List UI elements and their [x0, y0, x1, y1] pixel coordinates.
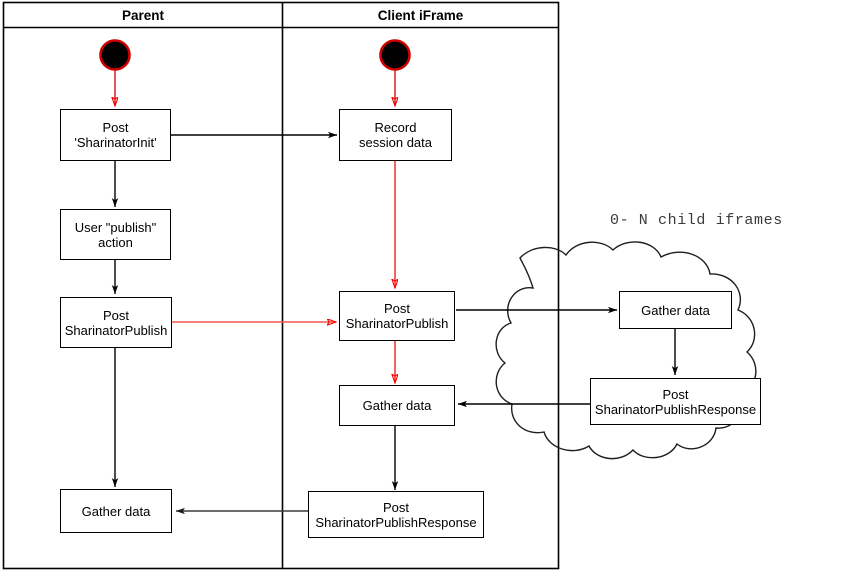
node-parent-post-sharinator-init[interactable]: Post 'SharinatorInit'	[60, 109, 171, 161]
lane-title-parent: Parent	[121, 7, 165, 23]
start-node-client	[379, 39, 411, 71]
node-child-post-sharinator-publish-response[interactable]: Post SharinatorPublishResponse	[590, 378, 761, 425]
swimlane-frame	[2, 1, 560, 570]
node-client-post-sharinator-publish-response[interactable]: Post SharinatorPublishResponse	[308, 491, 484, 538]
start-node-parent	[99, 39, 131, 71]
node-parent-post-sharinator-publish[interactable]: Post SharinatorPublish	[60, 297, 172, 348]
node-parent-user-publish-action[interactable]: User "publish" action	[60, 209, 171, 260]
child-iframes-cloud	[495, 241, 757, 460]
node-client-record-session-data[interactable]: Record session data	[339, 109, 452, 161]
node-child-gather-data[interactable]: Gather data	[619, 291, 732, 329]
node-client-gather-data[interactable]: Gather data	[339, 385, 455, 426]
lane-title-client-iframe: Client iFrame	[377, 7, 464, 23]
node-parent-gather-data[interactable]: Gather data	[60, 489, 172, 533]
cloud-label-child-iframes: 0- N child iframes	[610, 212, 783, 229]
node-client-post-sharinator-publish[interactable]: Post SharinatorPublish	[339, 291, 455, 341]
